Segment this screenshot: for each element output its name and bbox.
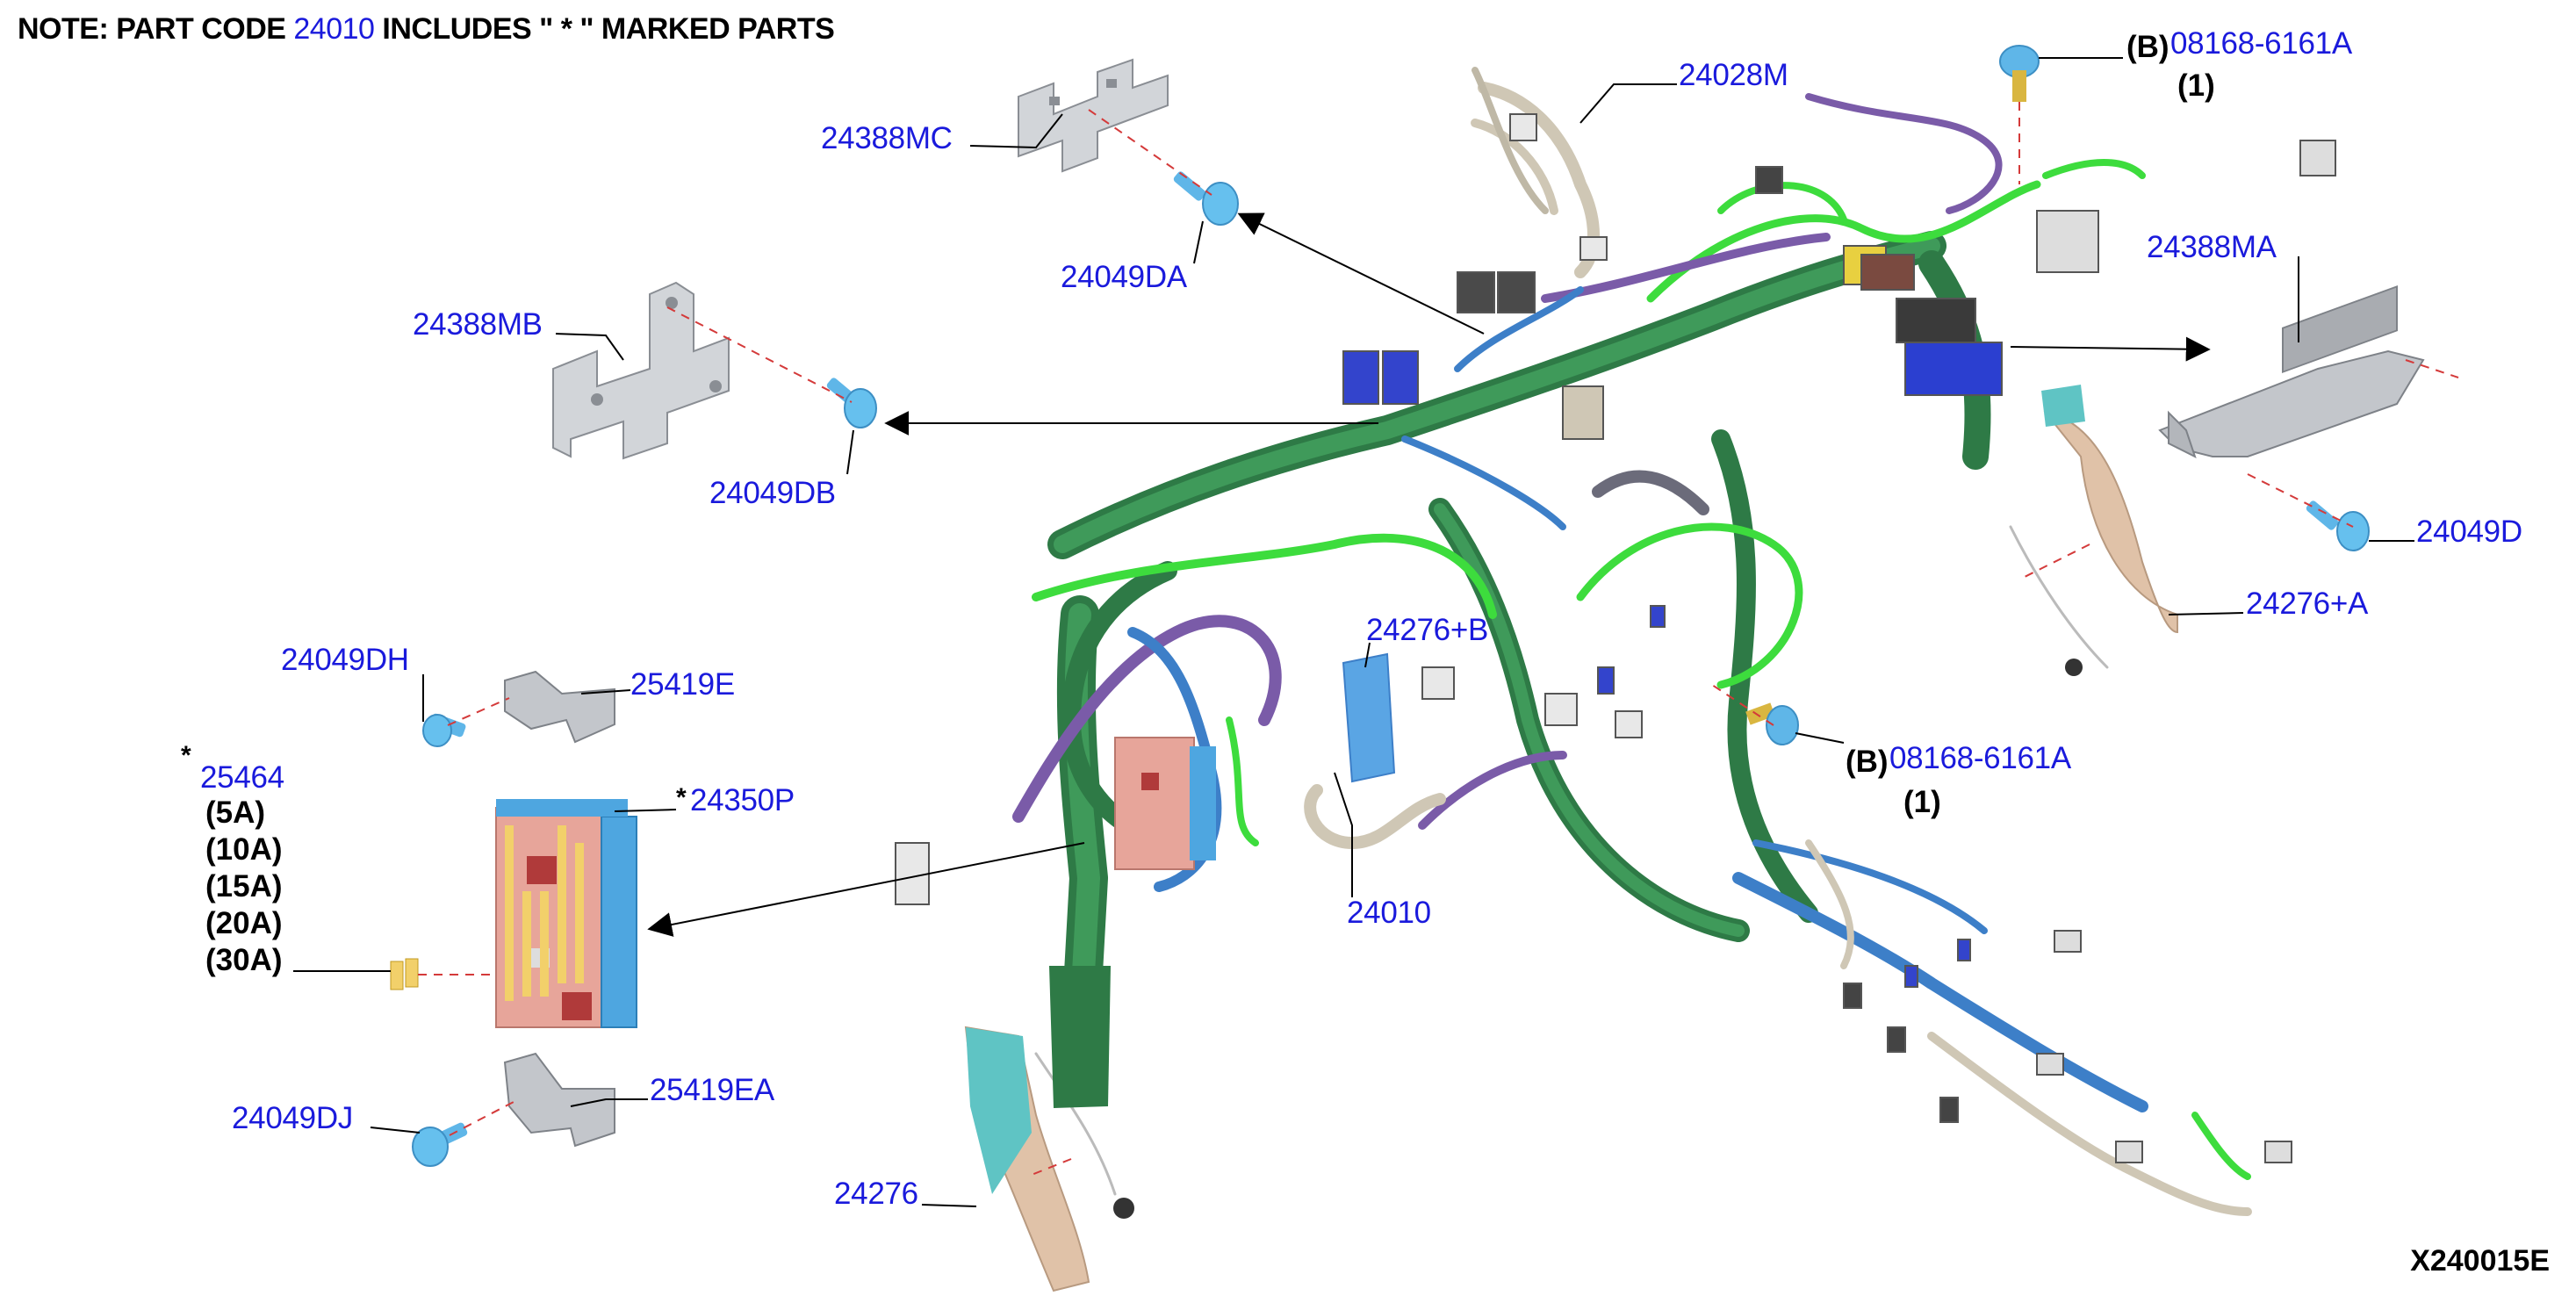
harness-fuse-block: [1114, 737, 1216, 870]
assembly-arrows: [647, 212, 2211, 937]
bolt-24049dj-icon: [412, 1122, 468, 1167]
note-prefix: NOTE: PART CODE: [18, 12, 286, 46]
part-label-24049dh[interactable]: 24049DH: [281, 643, 409, 677]
part-label-08168-6161a-mid[interactable]: 08168-6161A: [1889, 741, 2071, 775]
bolt-24049db-icon: [826, 378, 877, 428]
part-label-08168-6161a-top[interactable]: 08168-6161A: [2170, 26, 2352, 61]
bolt-08168-mid-icon: [1745, 702, 1799, 745]
bolt-24049d-icon: [2306, 500, 2370, 551]
part-label-24276[interactable]: 24276: [834, 1177, 918, 1211]
alignment-dashes: [418, 102, 2459, 1177]
quantity-top: (1): [2177, 68, 2215, 103]
bolt-size-b-top: (B): [2126, 30, 2169, 64]
part-label-24276b[interactable]: 24276+B: [1366, 613, 1489, 647]
ground-terminal-icon: [2065, 659, 2083, 676]
quantity-mid: (1): [1903, 785, 1941, 819]
part-label-24388ma[interactable]: 24388MA: [2147, 230, 2277, 264]
harness-protector-lower: [1049, 966, 1111, 1108]
fuse-rating-20a: (20A): [205, 906, 283, 940]
included-marker-24350p: *: [676, 783, 687, 812]
fuse-rating-10a: (10A): [205, 832, 283, 867]
part-label-24028m[interactable]: 24028M: [1679, 58, 1788, 92]
protector-24276a: [2043, 411, 2178, 634]
bracket-25419ea: [503, 1052, 615, 1148]
part-label-24049da[interactable]: 24049DA: [1061, 260, 1187, 294]
part-label-25419ea[interactable]: 25419EA: [650, 1073, 774, 1107]
note-part-code[interactable]: 24010: [293, 12, 375, 46]
part-label-24010[interactable]: 24010: [1347, 896, 1431, 930]
part-label-25464[interactable]: 25464: [200, 760, 284, 795]
part-label-25419e[interactable]: 25419E: [630, 667, 735, 702]
fuse-25464-icon: [390, 958, 419, 990]
part-label-24388mb[interactable]: 24388MB: [413, 307, 543, 342]
bolt-08168-top-icon: [1999, 45, 2040, 102]
part-label-24049d[interactable]: 24049D: [2416, 515, 2522, 549]
leader-lines: [293, 57, 2414, 1207]
protector-24276-tape: [966, 1027, 1032, 1194]
part-label-24350p[interactable]: 24350P: [690, 783, 795, 817]
bracket-25419e: [504, 670, 615, 744]
protector-24276a-tape: [2041, 385, 2085, 427]
protector-24276b: [1342, 652, 1396, 783]
diagram-code: X240015E: [2410, 1244, 2550, 1278]
fuse-rating-15a: (15A): [205, 869, 283, 903]
fuse-block-24350p: [495, 799, 637, 1028]
ground-terminal-icon: [1113, 1198, 1134, 1219]
note-suffix: INCLUDES " * " MARKED PARTS: [382, 12, 835, 46]
part-label-24276a[interactable]: 24276+A: [2246, 587, 2369, 621]
part-label-24388mc[interactable]: 24388MC: [821, 121, 953, 155]
included-marker-25464: *: [181, 741, 191, 770]
bolt-24049da-icon: [1173, 171, 1239, 226]
part-label-24049db[interactable]: 24049DB: [709, 476, 836, 510]
note-text: NOTE: PART CODE 24010 INCLUDES " * " MAR…: [18, 12, 835, 47]
fuse-rating-30a: (30A): [205, 943, 283, 977]
bracket-24388mb: [552, 281, 730, 460]
part-label-24049dj[interactable]: 24049DJ: [232, 1101, 354, 1135]
bolt-24049dh-icon: [422, 713, 466, 747]
fuse-rating-5a: (5A): [205, 795, 266, 830]
bolt-size-b-mid: (B): [1846, 745, 1889, 779]
bracket-24388ma: [2158, 284, 2425, 458]
bracket-24388mc: [1018, 58, 1169, 173]
harness-connectors: [895, 113, 2336, 1163]
